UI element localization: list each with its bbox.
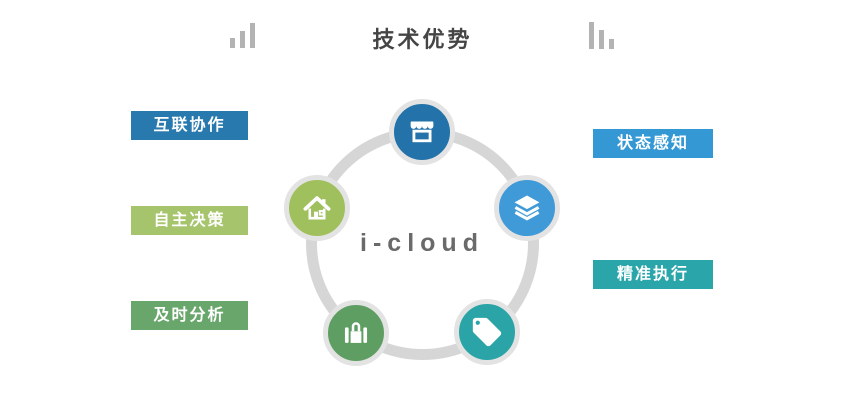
node-home	[284, 175, 350, 241]
label-state-perception: 状态感知	[593, 129, 713, 158]
center-label: i-cloud	[360, 229, 484, 257]
briefcase-icon	[339, 316, 373, 350]
node-storefront	[389, 99, 455, 165]
layers-icon	[510, 191, 544, 225]
page-title: 技术优势	[372, 27, 473, 52]
tag-icon	[470, 315, 504, 349]
label-precise-execution: 精准执行	[593, 260, 713, 289]
home-icon	[300, 191, 334, 225]
bar-chart-ascending-icon	[230, 23, 255, 48]
node-briefcase	[323, 300, 389, 366]
storefront-icon	[405, 115, 439, 149]
label-interconnected-collaboration: 互联协作	[131, 111, 248, 140]
node-tag	[454, 299, 520, 365]
label-autonomous-decision: 自主决策	[131, 206, 248, 235]
node-layers	[494, 175, 560, 241]
bar-chart-descending-icon	[589, 22, 614, 49]
label-timely-analysis: 及时分析	[131, 301, 248, 330]
